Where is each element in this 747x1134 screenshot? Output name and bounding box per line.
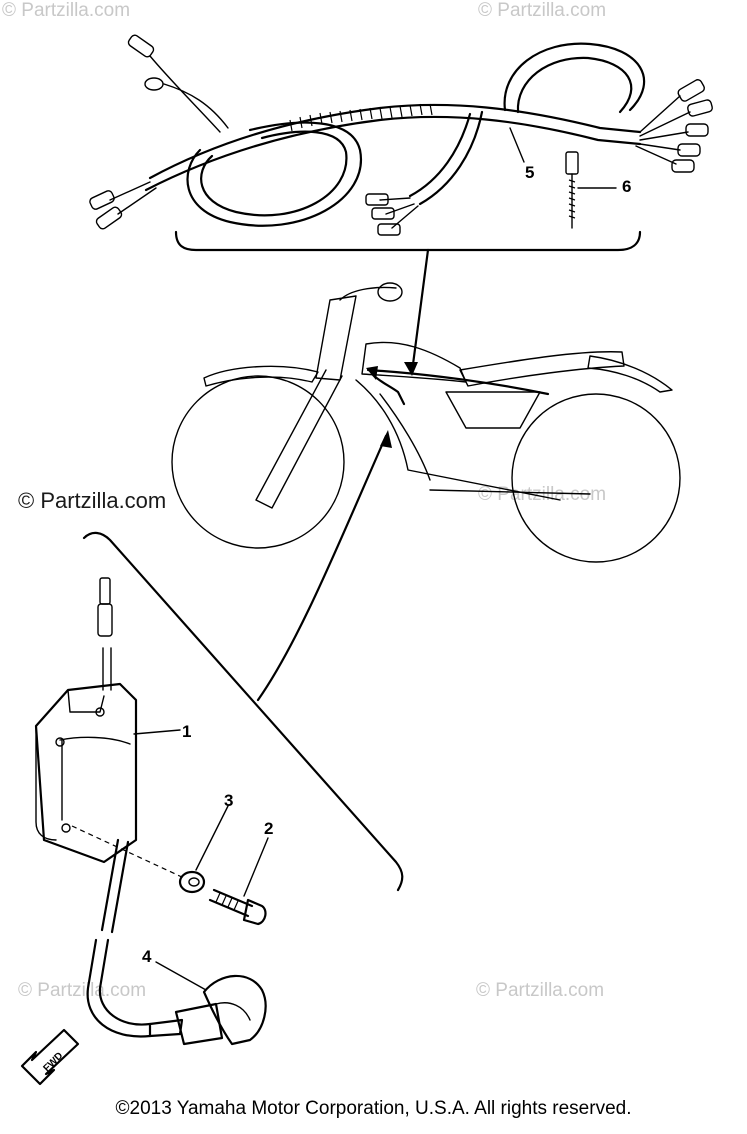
harness-pointer-line	[410, 248, 430, 374]
forward-direction-arrow: FWD	[20, 1028, 80, 1086]
watermark-bottom-left: © Partzilla.com	[18, 980, 146, 1001]
spark-plug-cap	[148, 974, 267, 1046]
group-boundary	[82, 531, 404, 892]
watermark-top-right: © Partzilla.com	[478, 0, 606, 21]
watermark-top-left: © Partzilla.com	[2, 0, 130, 21]
mounting-bolt	[208, 888, 267, 926]
callout-6: 6	[622, 177, 631, 196]
ignition-pointer-line	[256, 434, 388, 702]
mounting-guide-line	[71, 825, 185, 879]
watermark-middle-left: © Partzilla.com	[18, 488, 166, 513]
group-bracket	[174, 230, 642, 252]
watermark-middle-right: © Partzilla.com	[478, 484, 606, 505]
callout-3: 3	[224, 791, 233, 810]
motorcycle-outline	[171, 282, 681, 563]
callout-1: 1	[182, 722, 191, 741]
ignition-coil	[34, 577, 152, 1038]
copyright-notice: ©2013 Yamaha Motor Corporation, U.S.A. A…	[115, 1098, 632, 1119]
lock-washer	[178, 870, 206, 894]
callout-5: 5	[525, 163, 534, 182]
cable-tie	[565, 151, 579, 229]
wire-harness	[89, 34, 713, 236]
callout-4: 4	[142, 947, 152, 966]
watermark-bottom-right: © Partzilla.com	[476, 980, 604, 1001]
callout-2: 2	[264, 819, 273, 838]
